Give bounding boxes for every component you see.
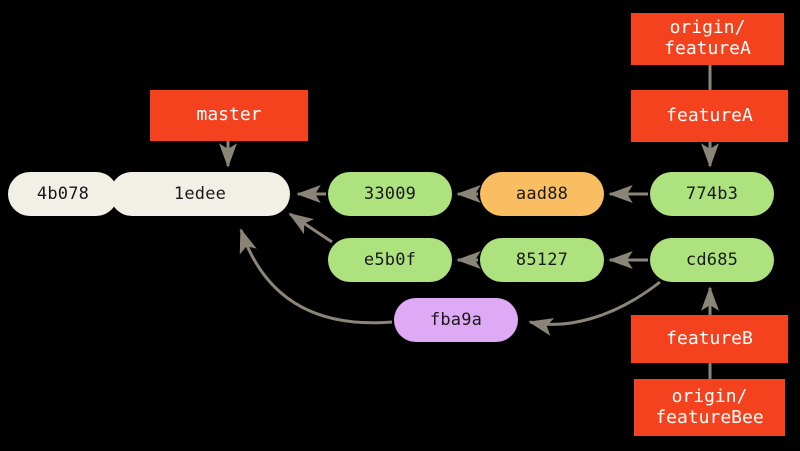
- branch-label-origin-featureA[interactable]: origin/ featureA: [631, 13, 784, 65]
- commit-node-aad88[interactable]: aad88: [480, 172, 604, 216]
- branch-label-featureB[interactable]: featureB: [631, 315, 788, 363]
- branch-label-origin-featureBee[interactable]: origin/ featureBee: [634, 379, 785, 436]
- commit-node-1edee[interactable]: 1edee: [110, 172, 290, 216]
- commit-node-e5b0f[interactable]: e5b0f: [328, 238, 452, 282]
- commit-node-4b078[interactable]: 4b078: [8, 172, 118, 216]
- commit-node-fba9a[interactable]: fba9a: [394, 298, 518, 342]
- branch-label-featureA[interactable]: featureA: [631, 90, 788, 142]
- commit-node-cd685[interactable]: cd685: [650, 238, 774, 282]
- branch-label-master[interactable]: master: [150, 90, 308, 141]
- commit-node-85127[interactable]: 85127: [480, 238, 604, 282]
- edge-e5b0f-to-1edee: [288, 212, 333, 244]
- commit-node-774b3[interactable]: 774b3: [650, 172, 774, 216]
- commit-node-33009[interactable]: 33009: [328, 172, 452, 216]
